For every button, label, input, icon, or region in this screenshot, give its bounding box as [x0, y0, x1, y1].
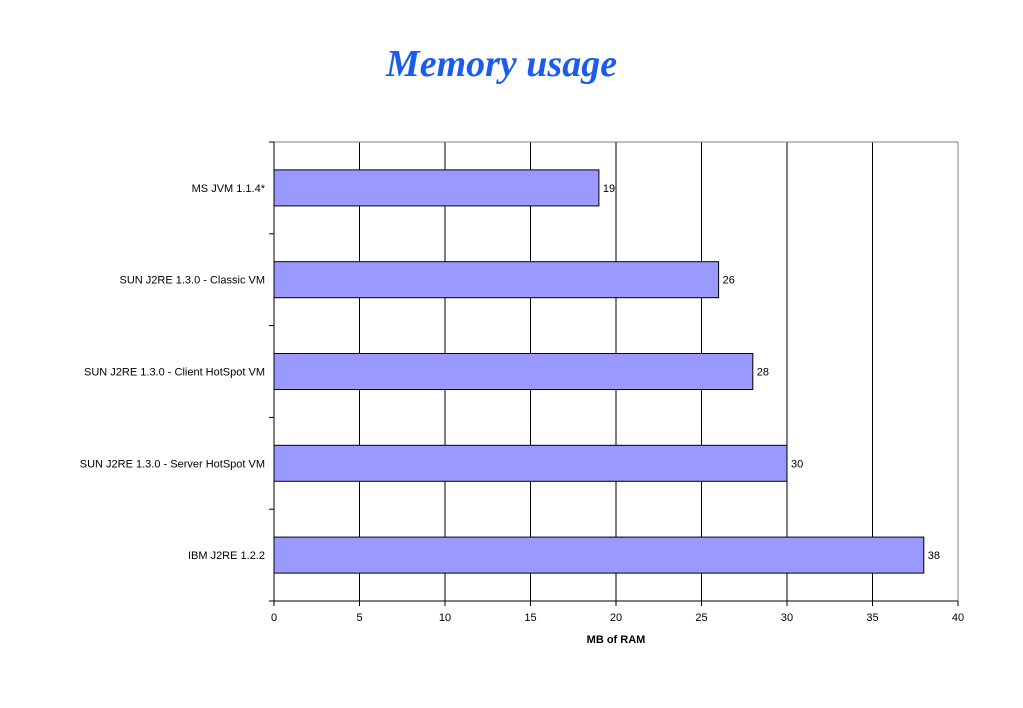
data-label-4: 38 [928, 550, 940, 562]
bar-3 [273, 444, 788, 482]
x-tick-label-3: 15 [524, 612, 536, 624]
category-label-1: SUN J2RE 1.3.0 - Classic VM [120, 275, 265, 287]
x-tick-label-7: 35 [866, 612, 878, 624]
category-label-3: SUN J2RE 1.3.0 - Server HotSpot VM [80, 458, 265, 470]
x-tick-label-1: 5 [356, 612, 362, 624]
x-tick-label-5: 25 [695, 612, 707, 624]
x-tick-label-4: 20 [610, 612, 622, 624]
x-axis-title: MB of RAM [587, 634, 646, 646]
category-label-2: SUN J2RE 1.3.0 - Client HotSpot VM [84, 367, 265, 379]
bar-2 [273, 353, 754, 390]
bar-1 [273, 261, 720, 299]
category-label-4: IBM J2RE 1.2.2 [188, 550, 265, 562]
data-label-0: 19 [603, 183, 615, 195]
bar-0 [273, 169, 600, 207]
x-tick-label-8: 40 [952, 612, 964, 624]
x-tick-label-0: 0 [271, 612, 277, 624]
category-label-0: MS JVM 1.1.4* [192, 183, 266, 195]
data-label-1: 26 [723, 275, 735, 287]
data-label-2: 28 [757, 367, 769, 379]
x-tick-label-6: 30 [781, 612, 793, 624]
x-tick-label-2: 10 [439, 612, 451, 624]
bar-4 [273, 536, 925, 574]
chart-title: Memory usage [385, 43, 618, 85]
data-label-3: 30 [791, 458, 803, 470]
